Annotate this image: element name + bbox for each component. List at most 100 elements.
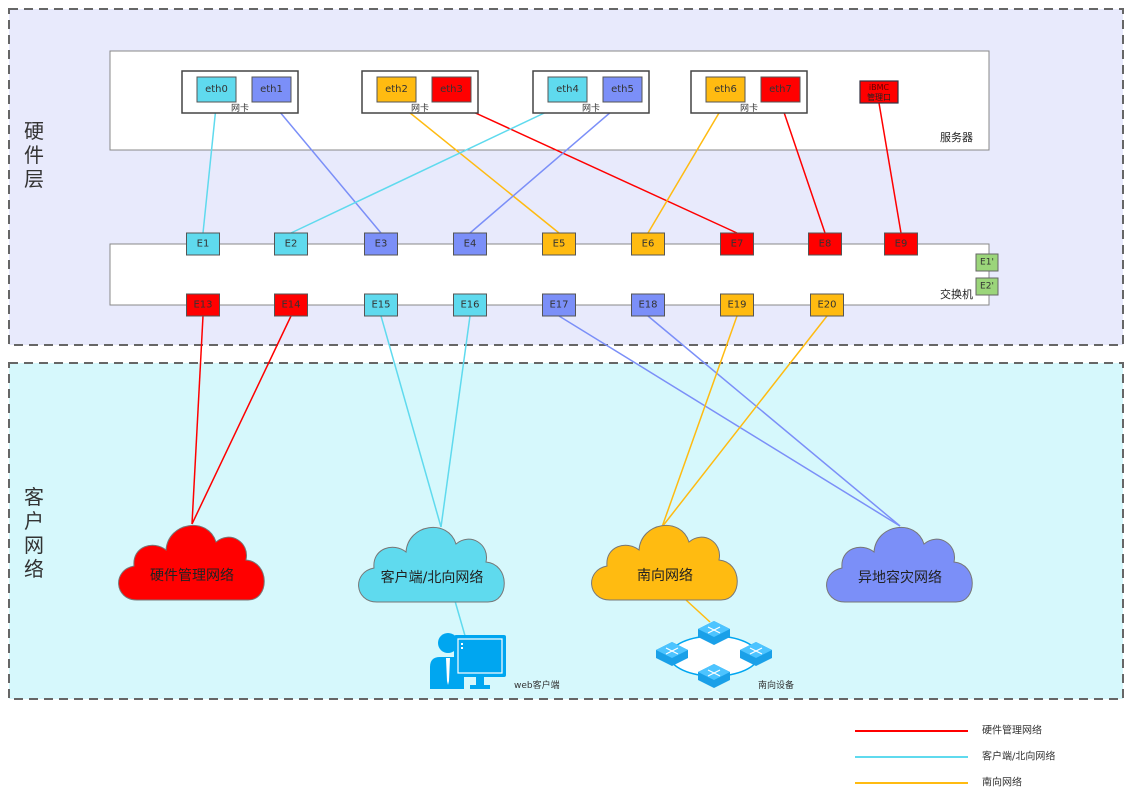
- switch-port-label: E13: [193, 300, 212, 311]
- nic-card-label: 网卡: [411, 102, 429, 114]
- nic-port-eth7[interactable]: eth7: [760, 76, 801, 103]
- switch-port-label: E19: [727, 300, 746, 311]
- client-layer-label: 客 户 网 络: [24, 485, 44, 581]
- switch-port-E9[interactable]: E9: [884, 232, 918, 256]
- switch-port-E8[interactable]: E8: [808, 232, 842, 256]
- switch-port-label: E20: [817, 300, 836, 311]
- link-eth7-E8: [779, 101, 826, 234]
- switch-port-label: E8: [819, 239, 832, 250]
- switch-port-E18[interactable]: E18: [631, 293, 665, 317]
- switch-port-label: E2: [285, 239, 298, 250]
- switch-port-label: E3: [375, 239, 388, 250]
- cloud-client[interactable]: 客户端/北向网络: [358, 527, 505, 603]
- link-eth2-E5: [396, 101, 560, 234]
- link-eth6-E6: [647, 101, 727, 234]
- switch-port-E3[interactable]: E3: [364, 232, 398, 256]
- web-client-label: web客户端: [514, 679, 560, 691]
- hardware-layer-char-0: 硬: [24, 119, 44, 143]
- router-icon: [698, 664, 730, 688]
- hardware-layer-char-2: 层: [24, 167, 44, 191]
- nic-port-eth6[interactable]: eth6: [705, 76, 746, 103]
- ibmc-label: iBMC: [869, 83, 890, 92]
- switch-port-E14[interactable]: E14: [274, 293, 308, 317]
- nic-port-eth0[interactable]: eth0: [196, 76, 237, 103]
- switch-port-E1[interactable]: E1: [186, 232, 220, 256]
- switch-side-port-label: E2': [980, 282, 994, 292]
- switch-port-E16[interactable]: E16: [453, 293, 487, 317]
- client-layer-char-3: 络: [24, 557, 44, 581]
- legend-item: 客户端/北向网络: [855, 750, 1055, 763]
- south-devices-icon[interactable]: [656, 621, 772, 688]
- nic-port-label: eth6: [714, 84, 737, 95]
- link-E14-cloud-hw: [191, 315, 292, 525]
- nic-port-eth3[interactable]: eth3: [431, 76, 472, 103]
- switch-side-port-label: E1': [980, 258, 994, 268]
- switch-port-label: E7: [731, 239, 744, 250]
- nic-card-label: 网卡: [582, 102, 600, 114]
- link-E13-cloud-hw: [191, 315, 204, 525]
- switch-port-E5[interactable]: E5: [542, 232, 576, 256]
- link-ibmc-E9: [878, 102, 902, 234]
- legend-item: 硬件管理网络: [855, 724, 1042, 737]
- switch-port-E15[interactable]: E15: [364, 293, 398, 317]
- switch-port-label: E1: [197, 239, 210, 250]
- switch-port-label: E9: [895, 239, 908, 250]
- link-cloud-south-south-devices: [685, 599, 711, 623]
- switch-port-E7[interactable]: E7: [720, 232, 754, 256]
- switch-port-E2[interactable]: E2: [274, 232, 308, 256]
- switch-port-E4[interactable]: E4: [453, 232, 487, 256]
- switch-label: 交换机: [940, 287, 973, 301]
- cloud-south[interactable]: 南向网络: [591, 525, 738, 601]
- link-E20-cloud-south: [661, 315, 828, 528]
- switch-port-E20[interactable]: E20: [810, 293, 844, 317]
- switch-port-E17[interactable]: E17: [542, 293, 576, 317]
- link-E16-cloud-client: [440, 315, 471, 528]
- cloud-dr[interactable]: 异地容灾网络: [826, 527, 973, 603]
- link-eth0-E1: [202, 101, 218, 234]
- legend-label: 硬件管理网络: [982, 724, 1042, 737]
- switch-port-label: E5: [553, 239, 566, 250]
- link-eth4-E2: [290, 101, 568, 234]
- legend-item: 南向网络: [855, 776, 1022, 789]
- switch-side-port[interactable]: E2': [975, 277, 999, 296]
- nic-port-label: eth3: [440, 84, 463, 95]
- link-E17-cloud-dr: [558, 315, 901, 527]
- server-label: 服务器: [940, 131, 973, 144]
- link-E15-cloud-client: [380, 315, 442, 528]
- links: [191, 101, 902, 661]
- nic-port-eth2[interactable]: eth2: [376, 76, 417, 103]
- nic-port-eth5[interactable]: eth5: [602, 76, 643, 103]
- south-devices-label: 南向设备: [758, 679, 794, 691]
- switch-port-label: E17: [549, 300, 568, 311]
- nic-port-label: eth0: [205, 84, 228, 95]
- link-eth5-E4: [469, 101, 623, 234]
- switch-port-E13[interactable]: E13: [186, 293, 220, 317]
- nic-port-label: eth2: [385, 84, 408, 95]
- switch-port-E19[interactable]: E19: [720, 293, 754, 317]
- switch-side-port[interactable]: E1': [975, 253, 999, 272]
- link-eth1-E3: [270, 101, 382, 234]
- switch-port-label: E4: [464, 239, 477, 250]
- hardware-layer-label: 硬 件 层: [24, 119, 44, 191]
- cloud-label: 客户端/北向网络: [381, 569, 484, 586]
- web-client-icon[interactable]: [430, 633, 506, 689]
- nic-port-eth4[interactable]: eth4: [547, 76, 588, 103]
- cloud-label: 异地容灾网络: [858, 569, 942, 586]
- ibmc-sublabel: 管理口: [867, 92, 891, 102]
- client-layer-char-0: 客: [24, 485, 44, 509]
- nic-port-eth1[interactable]: eth1: [251, 76, 292, 103]
- client-layer-char-2: 网: [24, 533, 44, 557]
- client-layer-char-1: 户: [24, 509, 44, 533]
- nic-port-label: eth7: [769, 84, 792, 95]
- cloud-label: 硬件管理网络: [150, 568, 234, 584]
- cloud-hw[interactable]: 硬件管理网络: [118, 525, 265, 601]
- switch-port-E6[interactable]: E6: [631, 232, 665, 256]
- switch-port-label: E18: [638, 300, 657, 311]
